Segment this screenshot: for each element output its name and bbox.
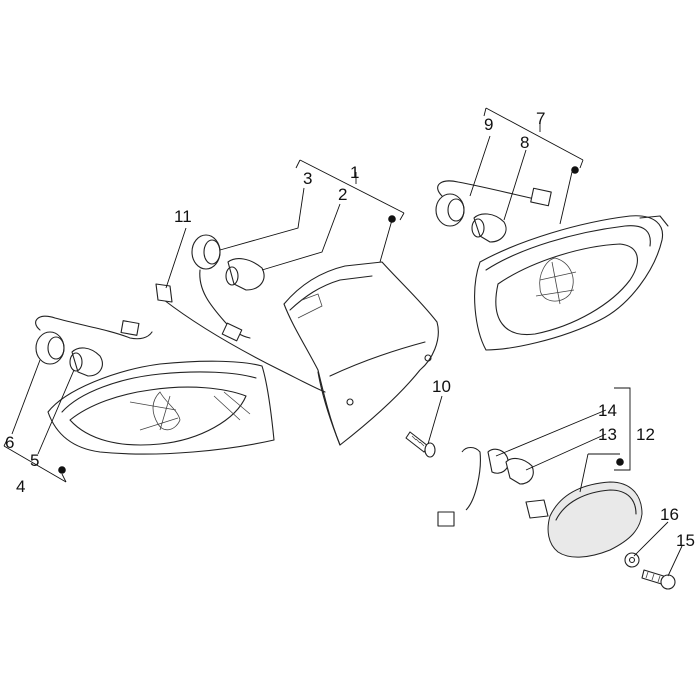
callout-1: 1 [350,163,359,182]
license-light [437,446,676,590]
callout-6: 6 [5,433,14,452]
center-socket-bulb [155,234,326,393]
reference-dots [58,166,624,474]
left-tail-light [47,360,275,455]
callout-numbers: 1 2 3 4 5 6 7 8 9 10 11 12 13 14 15 16 [5,109,695,550]
callout-10: 10 [432,377,451,396]
callout-14: 14 [598,401,617,420]
callout-12: 12 [636,425,655,444]
callout-2: 2 [338,185,347,204]
callout-3: 3 [303,169,312,188]
callout-15: 15 [676,531,695,550]
callout-7: 7 [536,109,545,128]
callout-16: 16 [660,505,679,524]
screw-10 [405,431,436,458]
rear-cover-housing [283,261,439,446]
callout-13: 13 [598,425,617,444]
callout-11: 11 [174,207,192,226]
right-tail-light [474,215,669,351]
left-socket-bulb [35,315,153,377]
callout-9: 9 [484,115,493,134]
callout-8: 8 [520,133,529,152]
leader-lines [3,107,683,577]
callout-4: 4 [16,477,25,496]
callout-5: 5 [30,451,39,470]
right-socket-bulb [435,180,552,243]
